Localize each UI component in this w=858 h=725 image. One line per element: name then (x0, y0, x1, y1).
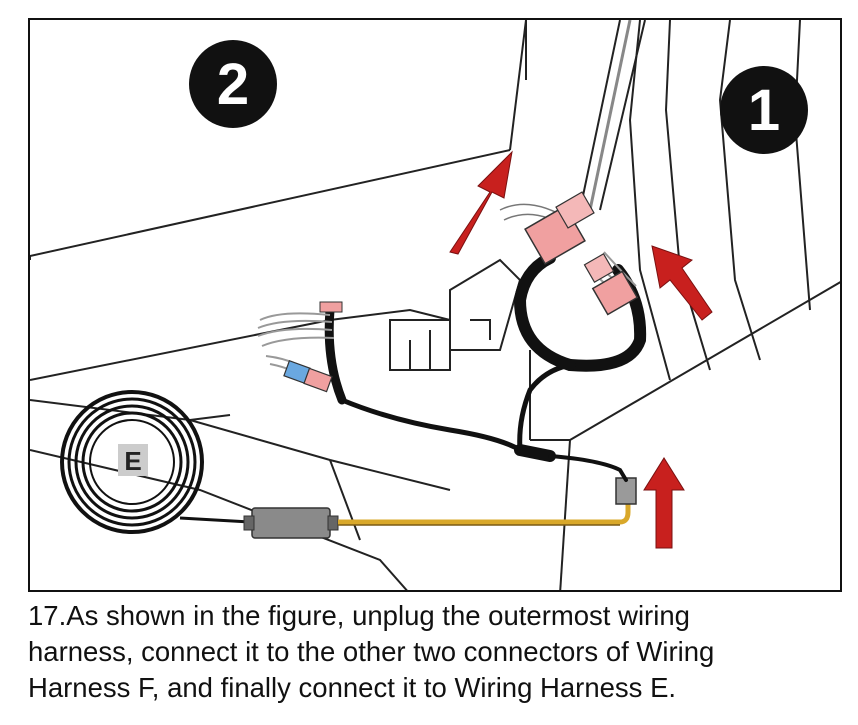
wiring-diagram-svg: E (30, 20, 840, 590)
harness-e-label-box (118, 444, 148, 476)
caption-line-3: Harness F, and finally connect it to Wir… (28, 672, 677, 703)
step-badge-2-number: 2 (217, 52, 249, 117)
harness-e-label: E (124, 446, 141, 476)
coiled-harness-e (60, 390, 204, 534)
step-badge-2: 2 (189, 40, 277, 128)
gray-module (251, 507, 331, 539)
wiring-diagram-figure: E (28, 18, 842, 592)
small-pink-connector (319, 301, 343, 313)
instruction-caption: 17.As shown in the figure, unplug the ou… (28, 598, 840, 706)
red-arrow-left (449, 150, 513, 255)
caption-line-2: harness, connect it to the other two con… (28, 636, 715, 667)
red-arrow-right (651, 245, 713, 321)
step-badge-1-number: 1 (748, 78, 780, 143)
panel-outline-lines (30, 20, 840, 590)
red-arrow-bottom (643, 457, 685, 549)
pink-connector-lower (583, 253, 639, 316)
yellow-wire (338, 498, 631, 525)
blue-connector (283, 359, 333, 393)
pink-connector-upper (524, 191, 595, 265)
step-badge-1: 1 (720, 66, 808, 154)
caption-line-1: 17.As shown in the figure, unplug the ou… (28, 600, 690, 631)
black-main-harness (324, 252, 647, 482)
black-wire-to-module (179, 516, 251, 524)
